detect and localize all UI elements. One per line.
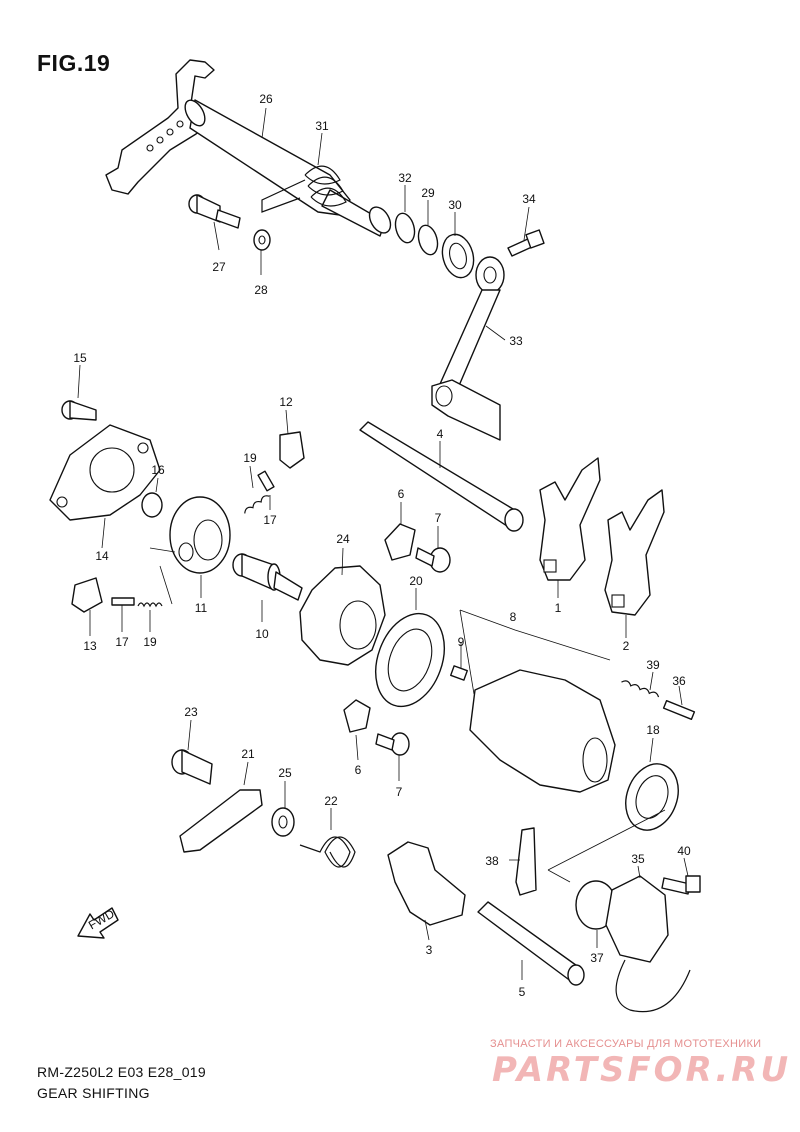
part-circlip — [394, 212, 416, 244]
part-bracket-38 — [515, 827, 537, 896]
part-bearing-retainer-6a — [384, 523, 416, 561]
leader-lines — [77, 107, 689, 980]
part-screw-7a — [415, 547, 451, 573]
part-bearing-18 — [625, 763, 679, 831]
part-shift-cam-driver — [169, 496, 231, 574]
watermark-tagline: ЗАПЧАСТИ И АКСЕССУАРЫ ДЛЯ МОТОТЕХНИКИ — [490, 1038, 762, 1050]
part-shift-fork-2 — [604, 489, 665, 616]
callout-37: 37 — [590, 951, 604, 965]
callout-32: 32 — [398, 171, 412, 185]
callout-20: 20 — [409, 574, 423, 588]
callout-4: 4 — [437, 427, 444, 441]
part-washer-25 — [271, 807, 295, 837]
part-pin-17b — [111, 597, 135, 606]
part-washer-28 — [253, 229, 271, 251]
figure-title: FIG.19 — [37, 50, 111, 76]
part-cam-bolt — [232, 553, 303, 601]
callout-7: 7 — [435, 511, 442, 525]
callout-14: 14 — [95, 549, 109, 563]
callout-22: 22 — [324, 794, 338, 808]
figure-name: GEAR SHIFTING — [37, 1085, 150, 1101]
fwd-arrow-icon: FWD — [77, 906, 119, 939]
callout-16: 16 — [151, 463, 165, 477]
callout-9: 9 — [458, 635, 465, 649]
callout-28: 28 — [254, 283, 268, 297]
part-spring-19 — [244, 495, 270, 514]
callout-30: 30 — [448, 198, 462, 212]
callout-6: 6 — [398, 487, 405, 501]
part-screw-7b — [375, 732, 410, 756]
watermark-logo: PARTSFOR.RU — [492, 1050, 792, 1090]
callout-23: 23 — [184, 705, 198, 719]
part-washer-29 — [417, 224, 439, 256]
callout-31: 31 — [315, 119, 329, 133]
part-shift-shaft — [105, 59, 392, 237]
part-stopper-arm — [179, 789, 263, 853]
part-stopper-plate — [49, 424, 161, 521]
callout-24: 24 — [336, 532, 350, 546]
callout-7: 7 — [396, 785, 403, 799]
callout-3: 3 — [426, 943, 433, 957]
part-pin-36 — [662, 699, 696, 721]
callout-19: 19 — [143, 635, 157, 649]
callout-26: 26 — [259, 92, 273, 106]
callout-12: 12 — [279, 395, 293, 409]
part-spring-39 — [621, 680, 660, 698]
callout-19: 19 — [243, 451, 257, 465]
callout-21: 21 — [241, 747, 255, 761]
callout-38: 38 — [485, 854, 499, 868]
part-return-spring — [261, 165, 347, 213]
part-pawl-13 — [71, 577, 103, 613]
callout-10: 10 — [255, 627, 269, 641]
callout-25: 25 — [278, 766, 292, 780]
part-gear-position-sensor — [605, 875, 691, 1013]
part-bolt-34 — [507, 229, 545, 257]
part-spring-19b — [137, 602, 163, 608]
part-shift-fork-3 — [387, 841, 466, 926]
part-shift-fork-shaft — [359, 421, 524, 532]
part-stud-27 — [188, 194, 241, 229]
part-bolt-40 — [661, 875, 701, 895]
callout-27: 27 — [212, 260, 226, 274]
part-cam-gear — [299, 565, 386, 666]
callout-5: 5 — [519, 985, 526, 999]
part-oil-seal — [441, 233, 475, 279]
part-gearshift-cam — [469, 669, 616, 793]
callout-2: 2 — [623, 639, 630, 653]
callout-33: 33 — [509, 334, 523, 348]
part-bolt-23 — [171, 749, 213, 785]
callout-17: 17 — [115, 635, 129, 649]
part-pawl-12 — [279, 431, 305, 469]
part-collar-16 — [141, 492, 163, 518]
figure-code: RM-Z250L2 E03 E28_019 — [37, 1064, 206, 1080]
callout-6: 6 — [355, 763, 362, 777]
part-stopper-spring — [299, 836, 356, 868]
callout-18: 18 — [646, 723, 660, 737]
part-shift-fork-1 — [539, 457, 601, 581]
callout-13: 13 — [83, 639, 97, 653]
callout-17: 17 — [263, 513, 277, 527]
part-fork-shaft-5 — [477, 901, 585, 986]
callout-11: 11 — [195, 601, 208, 615]
part-pin-17 — [257, 470, 275, 492]
callout-35: 35 — [631, 852, 645, 866]
callout-40: 40 — [677, 844, 691, 858]
callout-15: 15 — [73, 351, 87, 365]
callout-36: 36 — [672, 674, 686, 688]
part-bearing-retainer-6b — [343, 699, 371, 733]
part-bearing-20 — [375, 612, 445, 708]
callout-34: 34 — [522, 192, 536, 206]
callout-39: 39 — [646, 658, 660, 672]
callout-1: 1 — [555, 601, 562, 615]
part-gearshift-lever — [431, 256, 505, 441]
callout-8: 8 — [510, 610, 517, 624]
part-pin-9 — [450, 665, 468, 681]
callout-29: 29 — [421, 186, 435, 200]
part-bolt-15 — [61, 400, 97, 421]
